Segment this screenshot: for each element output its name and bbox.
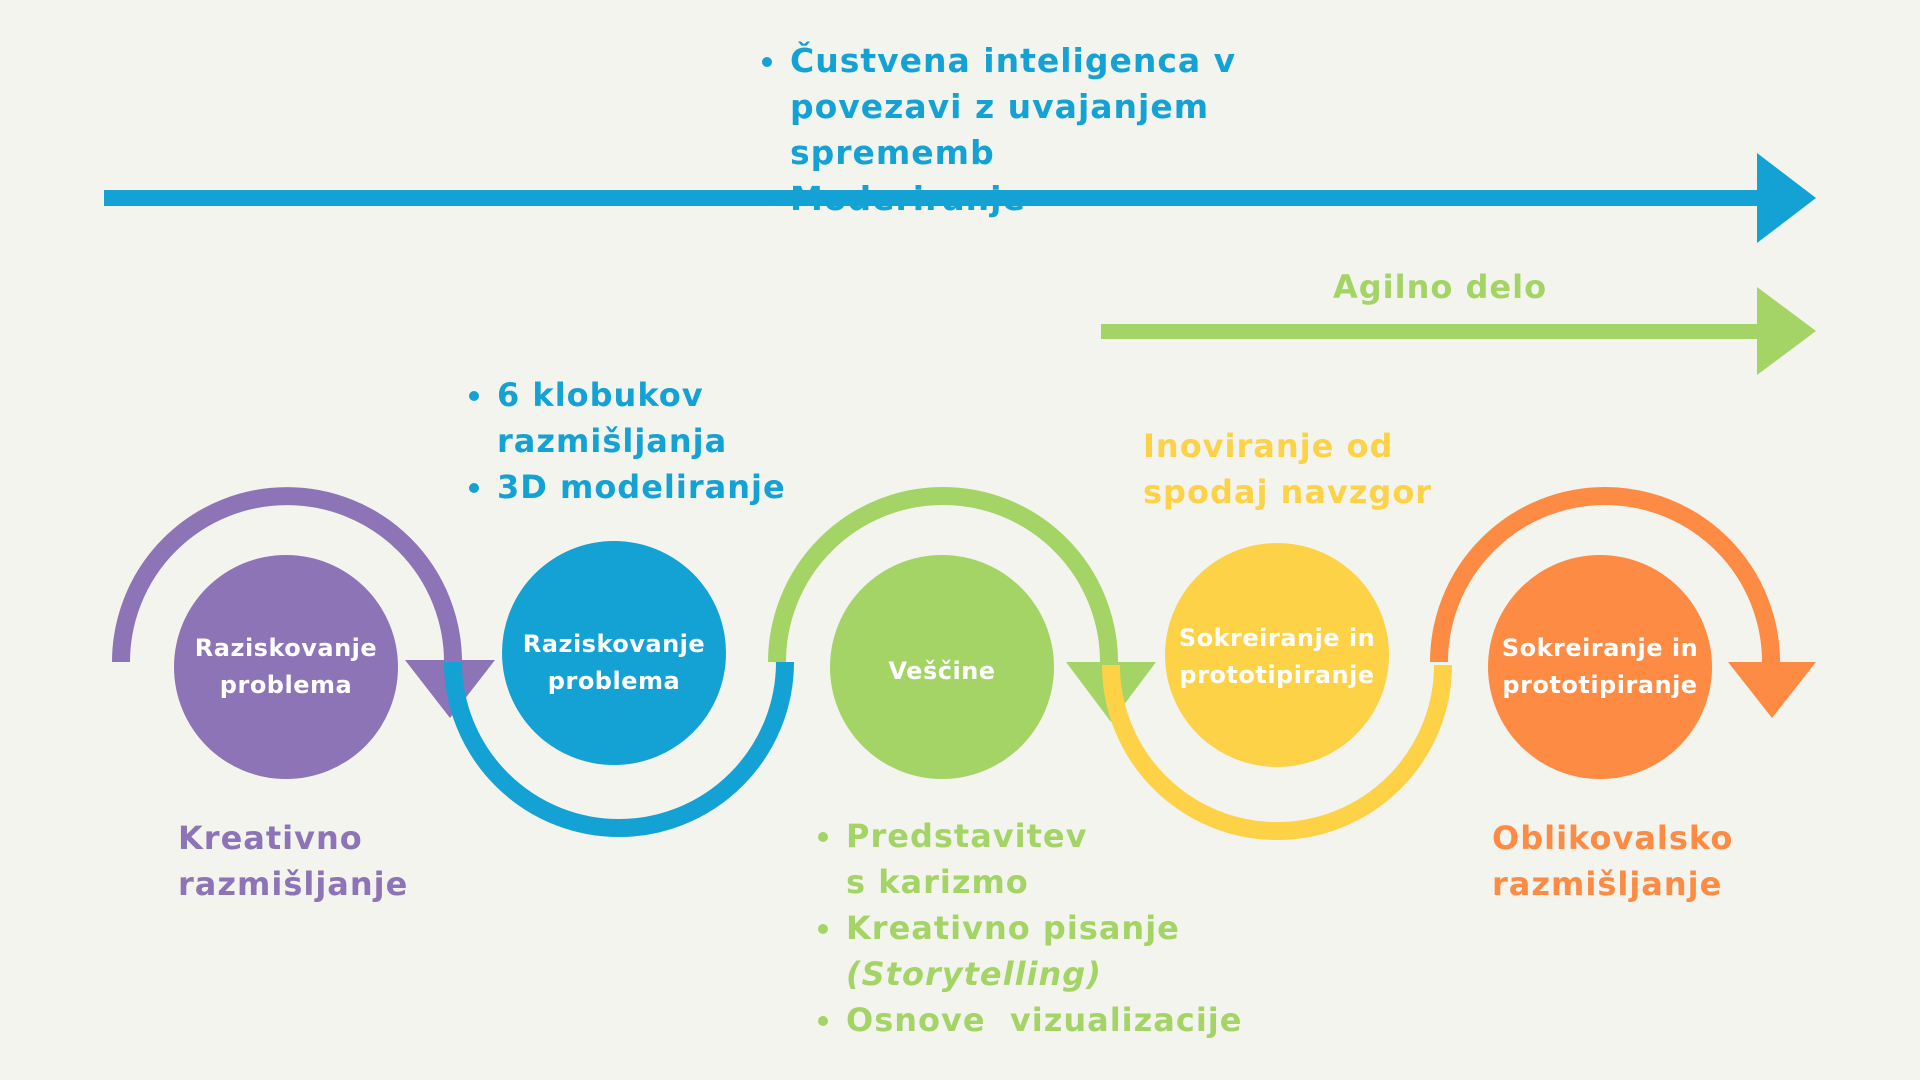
list-item-text: 3D modeliranje: [497, 468, 786, 506]
step-label-2: Raziskovanje problema: [522, 630, 706, 695]
list-item-text: 6 klobukov razmišljanja: [497, 376, 728, 460]
list-item-text: Moderiranje: [790, 179, 1026, 218]
list-item: Osnove vizualizacije: [814, 997, 1242, 1043]
step-circle-3: [830, 555, 1054, 779]
list-item-text: Čustvena inteligenca v povezavi z uvajan…: [790, 41, 1237, 172]
list-item-italic-text: (Storytelling): [846, 955, 1102, 993]
list-item: Predstavitev s karizmo: [814, 813, 1106, 905]
list-item-text: Predstavitev s karizmo: [846, 817, 1088, 901]
agile-arrow: [1101, 287, 1816, 375]
step-label-4: Sokreiranje in prototipiranje: [1178, 624, 1376, 689]
list-item: 6 klobukov razmišljanja: [465, 372, 757, 464]
creative-thinking-label: Kreativno razmišljanje: [178, 819, 409, 903]
step-label-3: Veščine: [888, 657, 996, 685]
arc-green: [768, 487, 1118, 663]
bottom-up-label: Inoviranje od spodaj navzgor: [1143, 427, 1433, 511]
step-circle-2: [502, 541, 726, 765]
list-item: Kreativno pisanje (Storytelling): [814, 905, 1186, 997]
agile-label: Agilno delo: [1333, 268, 1548, 306]
arc-orange: [1430, 487, 1780, 663]
skills-bullet-list: Predstavitev s karizmo Kreativno pisanje…: [814, 813, 1242, 1043]
list-item: Čustvena inteligenca v povezavi z uvajan…: [758, 38, 1410, 176]
top-bullet-list: Čustvena inteligenca v povezavi z uvajan…: [758, 38, 1410, 222]
top-arrow: [104, 153, 1816, 243]
list-item-text: Osnove vizualizacije: [846, 1001, 1243, 1039]
step-circle-4: [1165, 543, 1389, 767]
arrowhead-orange: [1728, 662, 1816, 718]
step-label-1: Raziskovanje problema: [194, 634, 378, 699]
step-circle-1: [174, 555, 398, 779]
list-item-text: Kreativno pisanje: [846, 909, 1180, 947]
step-label-5: Sokreiranje in prototipiranje: [1501, 634, 1699, 699]
step-circle-5: [1488, 555, 1712, 779]
arc-blue: [444, 661, 794, 837]
list-item: 3D modeliranje: [465, 464, 786, 510]
arc-yellow: [1102, 664, 1452, 840]
design-thinking-label: Oblikovalsko razmišljanje: [1492, 819, 1734, 903]
list-item: Moderiranje: [758, 176, 1410, 222]
tools-bullet-list: 6 klobukov razmišljanja 3D modeliranje: [465, 372, 786, 510]
arc-purple: [112, 487, 462, 663]
